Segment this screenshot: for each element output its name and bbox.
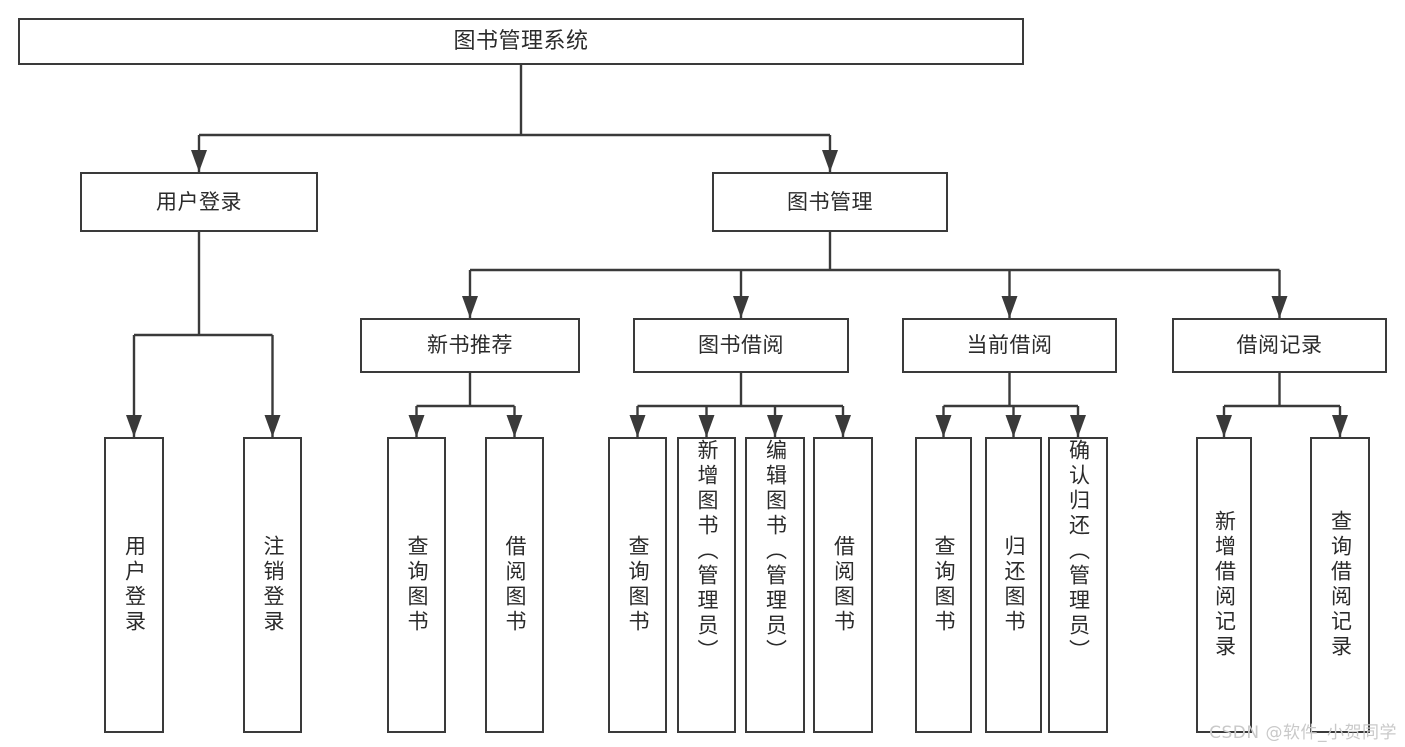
node-label-l-q1: 查询图书 bbox=[405, 535, 429, 635]
node-label-l-qrec: 查询借阅记录 bbox=[1328, 510, 1353, 660]
node-login[interactable]: 用户登录 bbox=[80, 172, 318, 232]
edge-arrowhead bbox=[767, 415, 783, 437]
edge-arrowhead bbox=[1271, 296, 1288, 318]
node-newrec[interactable]: 新书推荐 bbox=[360, 318, 580, 373]
edge-arrowhead bbox=[264, 415, 281, 437]
node-label-l-addrec: 新增借阅记录 bbox=[1212, 510, 1237, 660]
node-l-addrec[interactable]: 新增借阅记录 bbox=[1196, 437, 1252, 733]
node-l-b2[interactable]: 借阅图书 bbox=[813, 437, 873, 733]
node-label-l-b1: 借阅图书 bbox=[503, 535, 527, 635]
edge-arrowhead bbox=[1332, 415, 1348, 437]
node-l-b1[interactable]: 借阅图书 bbox=[485, 437, 544, 733]
edge-arrowhead bbox=[1001, 296, 1018, 318]
node-label-l-b2: 借阅图书 bbox=[831, 535, 856, 635]
edge-arrowhead bbox=[408, 415, 425, 437]
node-current[interactable]: 当前借阅 bbox=[902, 318, 1117, 373]
node-label-root: 图书管理系统 bbox=[453, 28, 589, 54]
node-label-l-add: 新增图书（管理员） bbox=[695, 439, 719, 664]
edge-arrowhead bbox=[733, 296, 749, 318]
edge-arrowhead bbox=[506, 415, 523, 437]
node-l-q3[interactable]: 查询图书 bbox=[915, 437, 972, 733]
node-label-login: 用户登录 bbox=[156, 189, 242, 214]
edge-arrowhead bbox=[835, 415, 851, 437]
node-bookmgmt[interactable]: 图书管理 bbox=[712, 172, 948, 232]
node-label-l-q2: 查询图书 bbox=[626, 535, 650, 635]
node-label-l-confirm: 确认归还（管理员） bbox=[1066, 439, 1091, 664]
node-l-q2[interactable]: 查询图书 bbox=[608, 437, 667, 733]
edge-arrowhead bbox=[629, 415, 646, 437]
node-label-l-return: 归还图书 bbox=[1002, 535, 1026, 635]
node-label-records: 借阅记录 bbox=[1236, 333, 1323, 358]
node-l-qrec[interactable]: 查询借阅记录 bbox=[1310, 437, 1370, 733]
node-l-confirm[interactable]: 确认归还（管理员） bbox=[1048, 437, 1108, 733]
edge-arrowhead bbox=[935, 415, 952, 437]
edge-arrowhead bbox=[1070, 415, 1086, 437]
node-root[interactable]: 图书管理系统 bbox=[18, 18, 1024, 65]
edge-arrowhead bbox=[1005, 415, 1022, 437]
node-label-borrow: 图书借阅 bbox=[698, 333, 784, 358]
node-label-l-q3: 查询图书 bbox=[932, 535, 956, 635]
node-l-return[interactable]: 归还图书 bbox=[985, 437, 1042, 733]
node-label-current: 当前借阅 bbox=[966, 333, 1053, 358]
edge-arrowhead bbox=[126, 415, 142, 437]
node-borrow[interactable]: 图书借阅 bbox=[633, 318, 849, 373]
edge-arrowhead bbox=[698, 415, 715, 437]
edge-arrowhead bbox=[1216, 415, 1232, 437]
node-l-userlogin[interactable]: 用户登录 bbox=[104, 437, 164, 733]
node-label-l-logout: 注销登录 bbox=[261, 535, 285, 635]
node-l-q1[interactable]: 查询图书 bbox=[387, 437, 446, 733]
node-l-edit[interactable]: 编辑图书（管理员） bbox=[745, 437, 805, 733]
edge-arrowhead bbox=[462, 296, 478, 318]
node-l-logout[interactable]: 注销登录 bbox=[243, 437, 302, 733]
node-label-l-edit: 编辑图书（管理员） bbox=[763, 439, 788, 664]
edge-arrowhead bbox=[191, 150, 207, 172]
edge-arrowhead bbox=[822, 150, 838, 172]
node-records[interactable]: 借阅记录 bbox=[1172, 318, 1387, 373]
node-label-bookmgmt: 图书管理 bbox=[787, 189, 873, 214]
node-label-l-userlogin: 用户登录 bbox=[122, 535, 147, 635]
node-l-add[interactable]: 新增图书（管理员） bbox=[677, 437, 736, 733]
watermark-label: CSDN @软件_小贺同学 bbox=[1209, 723, 1397, 743]
node-label-newrec: 新书推荐 bbox=[427, 333, 513, 358]
